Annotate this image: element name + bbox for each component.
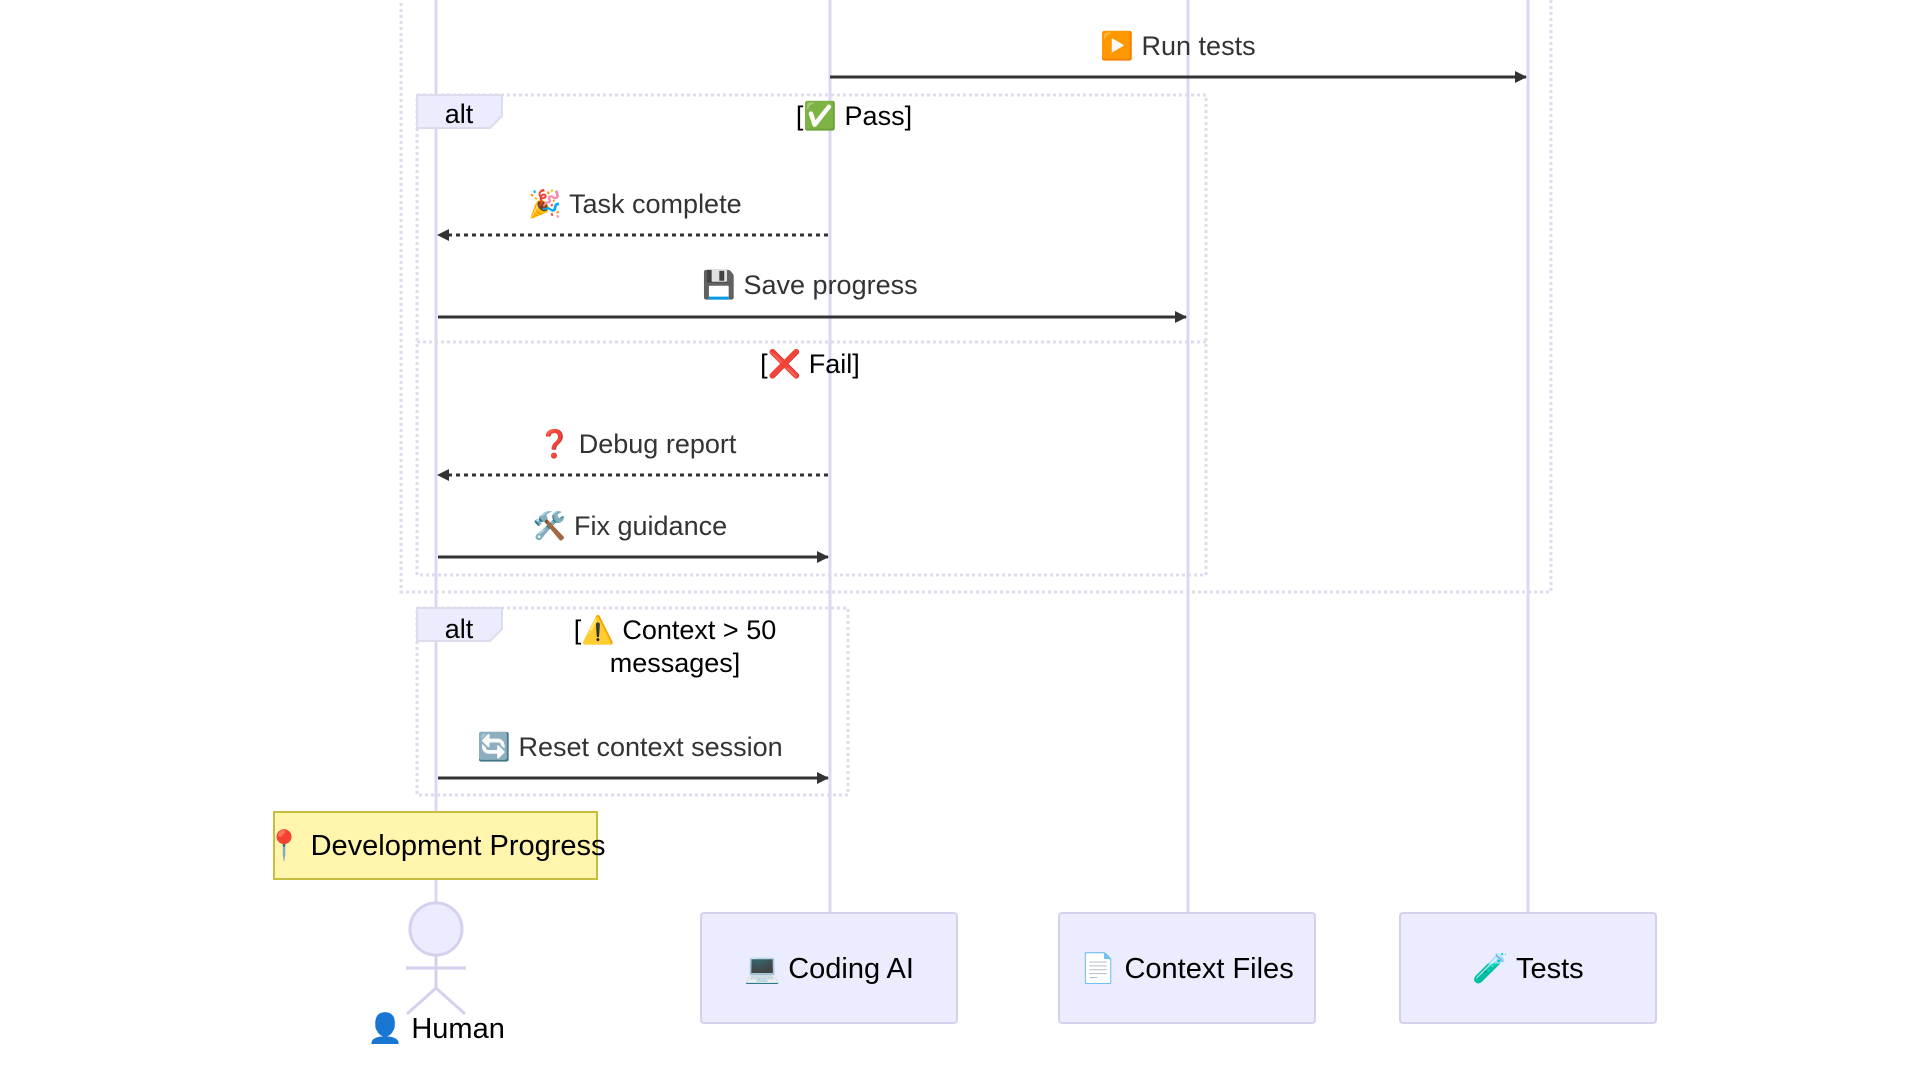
alt-block-label-2: alt bbox=[445, 614, 474, 644]
outer-loop-frame bbox=[399, 0, 1553, 594]
message-task-complete-label: 🎉 Task complete bbox=[528, 188, 741, 220]
alt-block-label-box-2 bbox=[416, 607, 503, 642]
note-text: 📍 Development Progress bbox=[266, 828, 605, 862]
participant-box bbox=[1058, 912, 1316, 1024]
message-debug-report-label: ❓ Debug report bbox=[538, 428, 737, 459]
actor-head bbox=[408, 901, 464, 957]
participant-box bbox=[1399, 912, 1657, 1024]
alt-condition-pass: [✅ Pass] bbox=[796, 100, 912, 131]
actor-human-label: 👤 Human bbox=[367, 1011, 505, 1045]
alt-block-label-box bbox=[416, 94, 503, 129]
alt-block-frame-2 bbox=[415, 606, 850, 797]
alt-condition-context-line2: messages] bbox=[610, 648, 741, 678]
actor-right-leg bbox=[434, 986, 467, 1016]
message-fix-guidance-label: 🛠️ Fix guidance bbox=[533, 509, 727, 541]
participant-coding-ai: 💻 Coding AI bbox=[700, 912, 958, 1024]
alt-condition-context-line1: [⚠️ Context > 50 bbox=[574, 614, 776, 645]
actor-human: 👤 Human bbox=[367, 901, 505, 1045]
participant-label: 📄 Context Files bbox=[1080, 951, 1293, 985]
alt-block-frame bbox=[415, 93, 1208, 577]
participant-context-files: 📄 Context Files bbox=[1058, 912, 1316, 1024]
participant-box bbox=[700, 912, 958, 1024]
alt-condition-fail: [❌ Fail] bbox=[760, 348, 860, 380]
actor-left-leg bbox=[405, 986, 438, 1016]
message-run-tests-label: ▶️ Run tests bbox=[1100, 30, 1255, 61]
participant-label: 🧪 Tests bbox=[1472, 952, 1583, 985]
message-reset-context-label: 🔄 Reset context session bbox=[477, 731, 782, 762]
alt-block-label: alt bbox=[445, 99, 474, 129]
message-save-progress-label: 💾 Save progress bbox=[702, 269, 917, 300]
note-box bbox=[273, 811, 598, 880]
participant-tests: 🧪 Tests bbox=[1399, 912, 1657, 1024]
participant-label: 💻 Coding AI bbox=[744, 953, 914, 985]
